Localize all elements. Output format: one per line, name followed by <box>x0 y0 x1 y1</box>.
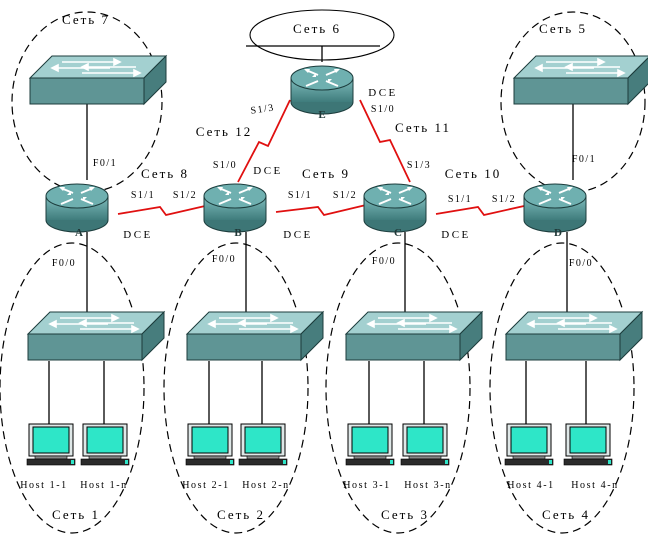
dce-router-c: DCE <box>441 229 471 241</box>
ethernet-links <box>48 104 587 424</box>
pc-host-4-n <box>563 423 613 466</box>
port-b-f00: F0/0 <box>212 254 236 265</box>
switch-network-3 <box>345 311 483 361</box>
pc-host-1-n <box>80 423 130 466</box>
pc-host-4-1 <box>504 423 554 466</box>
port-d-f00: F0/0 <box>569 258 593 269</box>
serial-links <box>117 99 525 217</box>
host-4-1-label: Host 4-1 <box>507 480 555 491</box>
network-12-label: Сеть 12 <box>196 124 252 139</box>
network-3-label: Сеть 3 <box>381 507 429 522</box>
network-2-label: Сеть 2 <box>217 507 265 522</box>
host-2-1-label: Host 2-1 <box>182 480 230 491</box>
pc-host-2-1 <box>185 423 235 466</box>
pc-host-3-1 <box>345 423 395 466</box>
host-4-n-label: Host 4-n <box>571 480 619 491</box>
switch-network-7 <box>29 55 167 105</box>
router-c-label: C <box>394 227 402 239</box>
network-7-label: Сеть 7 <box>62 12 110 27</box>
router-b-label: B <box>234 227 242 239</box>
dce-router-a: DCE <box>123 229 153 241</box>
dce-router-b-top: DCE <box>253 165 283 177</box>
host-3-n-label: Host 3-n <box>404 480 452 491</box>
router-d <box>523 183 587 233</box>
port-c-s12: S1/2 <box>333 190 357 201</box>
pc-host-1-1 <box>26 423 76 466</box>
network-11-label: Сеть 11 <box>395 120 451 135</box>
router-c <box>363 183 427 233</box>
dce-router-b-bottom: DCE <box>283 229 313 241</box>
host-3-1-label: Host 3-1 <box>343 480 391 491</box>
network-9-label: Сеть 9 <box>302 166 350 181</box>
pc-host-2-n <box>238 423 288 466</box>
port-c-f00: F0/0 <box>372 256 396 267</box>
network-8-label: Сеть 8 <box>141 166 189 181</box>
network-3-ellipse <box>325 242 471 534</box>
port-e-s10: S1/0 <box>371 104 395 115</box>
dce-router-e: DCE <box>368 87 398 99</box>
port-b-s11: S1/1 <box>288 190 312 201</box>
port-c-s13: S1/3 <box>407 160 431 171</box>
port-a-f00: F0/0 <box>52 258 76 269</box>
port-a-s11: S1/1 <box>131 190 155 201</box>
switch-network-5 <box>513 55 648 105</box>
router-d-label: D <box>554 227 562 239</box>
switch-network-1 <box>27 311 165 361</box>
network-10-label: Сеть 10 <box>445 166 501 181</box>
network-5-label: Сеть 5 <box>539 21 587 36</box>
router-e <box>290 65 354 115</box>
switch-network-2 <box>186 311 324 361</box>
network-1-label: Сеть 1 <box>52 507 100 522</box>
port-b-s10: S1/0 <box>213 160 237 171</box>
port-b-s12: S1/2 <box>173 190 197 201</box>
network-2-ellipse <box>163 242 309 534</box>
network-6-label: Сеть 6 <box>293 21 341 36</box>
host-2-n-label: Host 2-n <box>242 480 290 491</box>
port-d-f01: F0/1 <box>572 154 596 165</box>
host-1-n-label: Host 1-n <box>80 480 128 491</box>
switch-network-4 <box>505 311 643 361</box>
port-e-s13: S1/3 <box>250 102 276 116</box>
network-1-ellipse <box>0 242 145 534</box>
router-a-label: A <box>75 227 83 239</box>
network-4-ellipse <box>489 242 635 534</box>
port-d-s12: S1/2 <box>492 194 516 205</box>
network-7-ellipse <box>11 11 163 193</box>
port-c-s11: S1/1 <box>448 194 472 205</box>
router-b <box>203 183 267 233</box>
port-a-f01: F0/1 <box>93 158 117 169</box>
router-e-label: E <box>318 109 325 121</box>
pc-host-3-n <box>400 423 450 466</box>
host-1-1-label: Host 1-1 <box>20 480 68 491</box>
router-a <box>45 183 109 233</box>
network-4-label: Сеть 4 <box>542 507 590 522</box>
network-5-ellipse <box>500 11 646 193</box>
